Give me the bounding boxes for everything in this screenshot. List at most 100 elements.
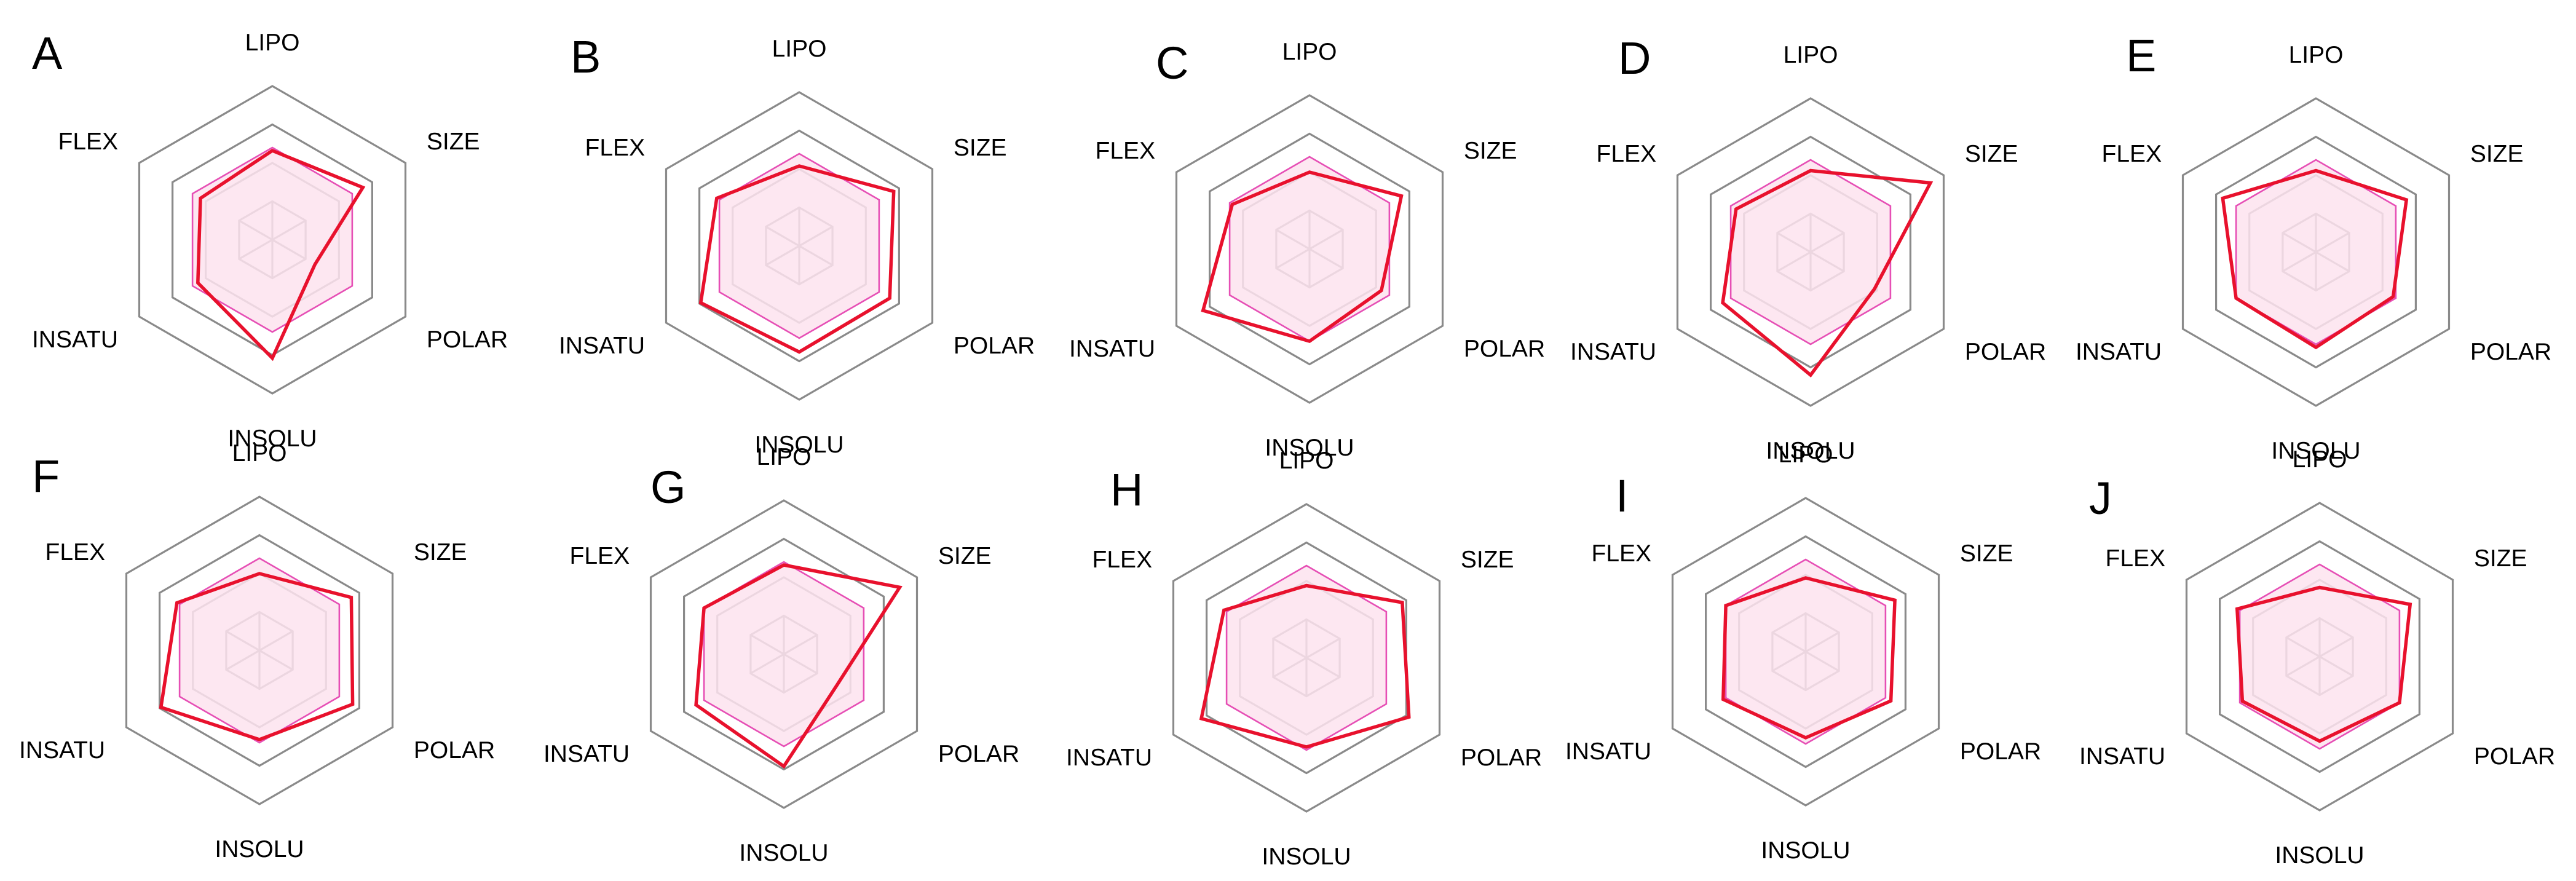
- grid-ring: [2185, 502, 2454, 812]
- panel-letter: C: [1156, 38, 1188, 89]
- axis-label-flex: FLEX: [2102, 141, 2162, 167]
- axis-label-lipo: LIPO: [1282, 39, 1337, 65]
- axis-label-lipo: LIPO: [2293, 446, 2347, 473]
- axis-label-flex: FLEX: [45, 539, 106, 566]
- optimal-range-area: [178, 557, 341, 744]
- panel-letter: G: [650, 462, 686, 513]
- panel-letter: E: [2126, 30, 2156, 81]
- axis-label-size: SIZE: [1960, 540, 2013, 567]
- axis-label-lipo: LIPO: [757, 444, 812, 470]
- optimal-range-area: [2235, 159, 2397, 346]
- grid-ring: [698, 129, 901, 363]
- axis-label-flex: FLEX: [58, 128, 119, 155]
- grid-ring: [1208, 132, 1410, 366]
- axis-label-insolu: INSOLU: [2275, 842, 2364, 869]
- axis-label-insolu: INSOLU: [1262, 843, 1351, 870]
- axis-label-lipo: LIPO: [2289, 42, 2344, 68]
- axis-label-flex: FLEX: [1096, 138, 1156, 164]
- panel-letter: I: [1616, 470, 1629, 521]
- axis-label-insatu: INSATU: [2076, 339, 2162, 365]
- grid-ring: [1172, 503, 1441, 813]
- axis-label-insolu: INSOLU: [754, 432, 844, 458]
- axis-label-polar: POLAR: [954, 333, 1035, 359]
- axis-label-insolu: INSOLU: [1265, 435, 1354, 461]
- axis-label-insatu: INSATU: [1069, 336, 1155, 362]
- panel-letter: B: [571, 31, 601, 82]
- radar-panel-h: LIPO SIZE POLAR INSOLU INSATU FLEX H: [1066, 448, 1542, 870]
- optimal-range-area: [718, 152, 880, 339]
- grid-ring: [1676, 97, 1945, 407]
- axis-label-lipo: LIPO: [232, 440, 287, 467]
- axis-label-insatu: INSATU: [543, 741, 630, 767]
- axis-label-polar: POLAR: [938, 741, 1019, 767]
- axis-label-insatu: INSATU: [1570, 339, 1656, 365]
- grid-ring: [125, 496, 394, 805]
- axis-label-insatu: INSATU: [2079, 743, 2165, 770]
- grid-ring: [1710, 135, 1911, 369]
- grid-ring: [2181, 97, 2451, 407]
- axis-label-flex: FLEX: [1597, 141, 1657, 167]
- axis-label-size: SIZE: [1461, 547, 1514, 573]
- grid-ring: [1705, 535, 1906, 768]
- axis-label-lipo: LIPO: [772, 36, 827, 62]
- radar-panel-j: LIPO SIZE POLAR INSOLU INSATU FLEX J: [2079, 446, 2555, 869]
- radar-panel-i: LIPO SIZE POLAR INSOLU INSATU FLEX I: [1565, 441, 2041, 864]
- radar-panel-c: LIPO SIZE POLAR INSOLU INSATU FLEX C: [1069, 38, 1545, 461]
- optimal-range-area: [703, 561, 865, 748]
- optimal-range-area: [1725, 558, 1887, 745]
- grid-ring: [682, 537, 885, 771]
- grid-ring: [649, 499, 919, 809]
- axis-label-polar: POLAR: [2474, 743, 2555, 770]
- axis-label-flex: FLEX: [570, 543, 630, 569]
- axis-label-polar: POLAR: [1461, 745, 1542, 771]
- panel-letter: J: [2089, 473, 2112, 524]
- grid-ring: [2215, 135, 2417, 369]
- axis-label-insatu: INSATU: [559, 333, 645, 359]
- axis-label-size: SIZE: [1464, 138, 1517, 164]
- axis-label-polar: POLAR: [1464, 336, 1545, 362]
- grid-ring: [1671, 497, 1940, 807]
- axis-label-insolu: INSOLU: [215, 836, 304, 863]
- axis-label-size: SIZE: [1965, 141, 2018, 167]
- axis-label-insatu: INSATU: [32, 326, 118, 353]
- axis-label-size: SIZE: [954, 135, 1007, 161]
- axis-label-insolu: INSOLU: [1766, 438, 1855, 464]
- axis-label-size: SIZE: [938, 543, 992, 569]
- axis-label-size: SIZE: [2474, 545, 2527, 572]
- axis-label-insolu: INSOLU: [739, 840, 828, 866]
- grid-ring: [1175, 94, 1444, 404]
- axis-label-polar: POLAR: [1960, 738, 2041, 765]
- optimal-range-area: [1225, 564, 1388, 751]
- panel-letter: H: [1110, 464, 1143, 515]
- panel-letter: A: [32, 28, 63, 79]
- axis-label-flex: FLEX: [1592, 540, 1652, 567]
- axis-label-insatu: INSATU: [19, 737, 105, 764]
- grid-ring: [138, 85, 407, 395]
- axis-label-insatu: INSATU: [1565, 738, 1651, 765]
- axis-label-insolu: INSOLU: [2271, 438, 2360, 464]
- axis-label-insolu: INSOLU: [1761, 837, 1850, 864]
- grid-ring: [159, 534, 361, 767]
- grid-ring: [1205, 541, 1407, 775]
- axis-label-size: SIZE: [2470, 141, 2524, 167]
- axis-label-size: SIZE: [427, 128, 480, 155]
- radar-panel-f: LIPO SIZE POLAR INSOLU INSATU FLEX F: [19, 440, 495, 863]
- axis-label-lipo: LIPO: [245, 30, 300, 56]
- axis-label-size: SIZE: [414, 539, 467, 566]
- axis-label-insatu: INSATU: [1066, 745, 1152, 771]
- axis-label-polar: POLAR: [414, 737, 495, 764]
- axis-label-flex: FLEX: [2106, 545, 2166, 572]
- axis-label-flex: FLEX: [1092, 547, 1153, 573]
- axis-label-polar: POLAR: [427, 326, 508, 353]
- panel-letter: F: [32, 451, 60, 502]
- radar-panel-g: LIPO SIZE POLAR INSOLU INSATU FLEX G: [543, 444, 1019, 866]
- grid-ring: [665, 91, 934, 401]
- axis-label-lipo: LIPO: [1784, 42, 1838, 68]
- axis-label-lipo: LIPO: [1279, 448, 1334, 474]
- optimal-range-area: [1729, 159, 1892, 346]
- axis-label-lipo: LIPO: [1779, 441, 1833, 468]
